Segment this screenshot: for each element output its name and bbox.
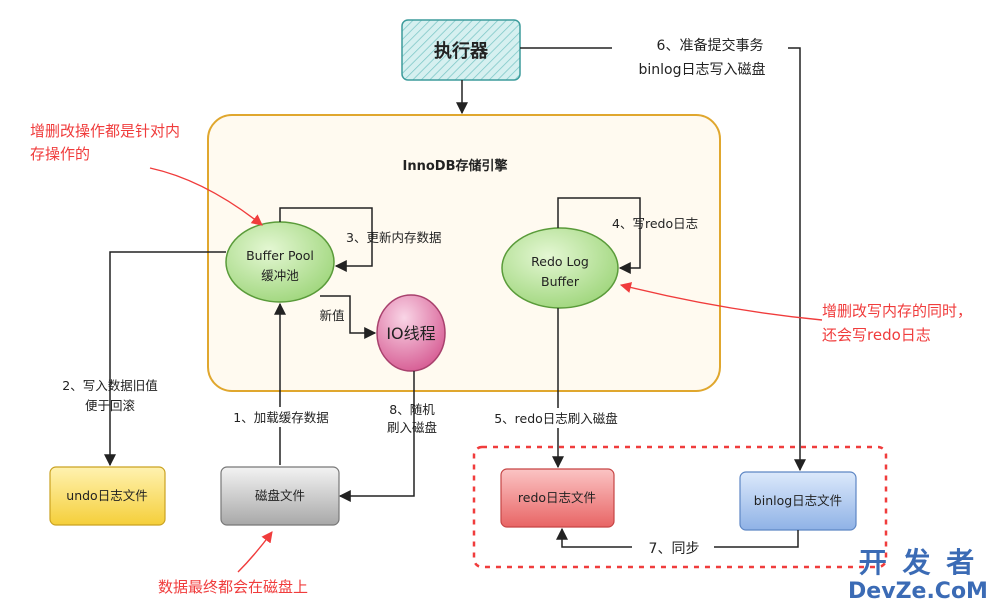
- arrow-step8: [338, 371, 415, 502]
- executor-box: [401, 19, 521, 81]
- step1-label: 1、加载缓存数据: [233, 410, 328, 425]
- arrow-step2: [104, 251, 226, 467]
- arrow-step4-loop: [557, 197, 641, 274]
- step6-label-2: binlog日志写入磁盘: [639, 61, 766, 78]
- step3-label: 3、更新内存数据: [346, 230, 441, 245]
- note2-arrow: [619, 282, 823, 321]
- note3-arrow: [237, 531, 273, 573]
- step5-label: 5、redo日志刷入磁盘: [494, 411, 618, 426]
- note2-line2: 还会写redo日志: [822, 326, 931, 344]
- arrow-step3-loop: [279, 207, 373, 272]
- undo-file-label: undo日志文件: [66, 488, 147, 503]
- redo-file-box: [500, 468, 615, 528]
- redo-file-label: redo日志文件: [518, 490, 596, 505]
- watermark-line1: 开 发 者: [859, 546, 978, 579]
- buffer-pool-label-2: 缓冲池: [261, 268, 299, 283]
- step4-label: 4、写redo日志: [612, 216, 698, 231]
- step2-label-1: 2、写入数据旧值: [62, 378, 157, 393]
- executor-label: 执行器: [434, 40, 489, 62]
- io-thread-label: IO线程: [386, 324, 435, 343]
- watermark-line2: DevZe.CoM: [848, 579, 988, 604]
- step2-label-2: 便于回滚: [85, 398, 136, 413]
- note1-line2: 存操作的: [30, 145, 90, 163]
- note2-line1: 增删改写内存的同时，: [822, 302, 972, 320]
- binlog-file-label: binlog日志文件: [754, 493, 842, 508]
- arrow-new-value: [320, 295, 377, 339]
- redo-log-buffer-node: [501, 227, 619, 309]
- disk-file-label: 磁盘文件: [255, 488, 305, 503]
- redo-buffer-label-2: Buffer: [541, 274, 580, 289]
- innodb-engine-box: [207, 114, 721, 392]
- io-thread-node: [376, 294, 446, 372]
- note3-text: 数据最终都会在磁盘上: [158, 578, 308, 596]
- undo-file-box: [49, 466, 166, 526]
- redo-buffer-label-1: Redo Log: [531, 254, 589, 269]
- buffer-pool-label-1: Buffer Pool: [246, 248, 314, 263]
- disk-file-box: [220, 466, 340, 526]
- step7-label: 7、同步: [649, 541, 700, 557]
- innodb-engine-label: InnoDB存储引擎: [403, 158, 508, 174]
- step8-label-2: 刷入磁盘: [387, 420, 437, 435]
- new-value-label: 新值: [319, 308, 344, 323]
- log-files-group: [472, 445, 888, 569]
- note1-arrow: [149, 167, 263, 226]
- note1-line1: 增删改操作都是针对内: [30, 122, 180, 140]
- step6-label-1: 6、准备提交事务: [657, 37, 764, 54]
- step8-label-1: 8、随机: [389, 402, 435, 417]
